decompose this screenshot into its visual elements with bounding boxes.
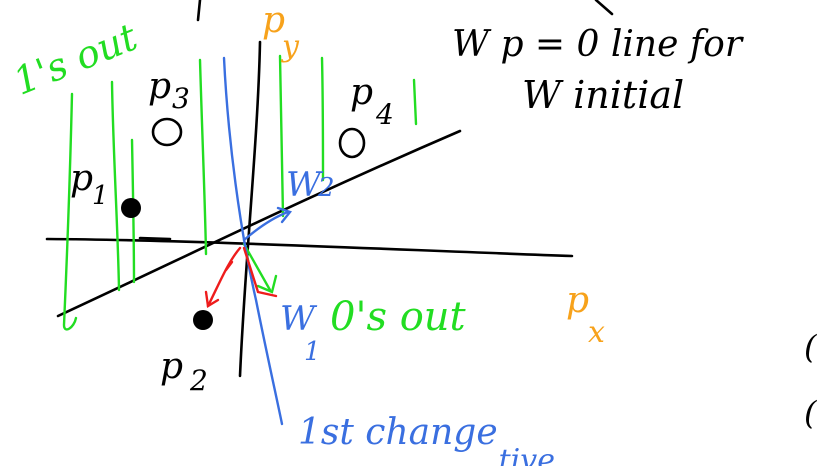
p1-subscript: 1 [92, 181, 109, 211]
edge-mark-2: ( [804, 394, 817, 432]
small-dash-near-origin [138, 236, 172, 241]
point-p1 [121, 198, 141, 218]
initial-decision-line [56, 129, 462, 318]
ones-out-bracket [62, 92, 78, 331]
point-p4 [338, 127, 366, 159]
w2-arrow-shaft [242, 210, 290, 242]
red-arrow-to-p2 [206, 246, 242, 308]
p-x-subscript: x [588, 315, 605, 350]
point-p2 [193, 310, 213, 330]
p3-subscript: 3 [172, 82, 190, 115]
x-axis [45, 237, 574, 258]
p2-subscript: 2 [189, 364, 208, 397]
point-p3 [151, 117, 183, 147]
green-line-5 [320, 56, 325, 182]
top-tick-mark [196, 0, 202, 22]
p2-label: p [160, 346, 183, 387]
red-arrow-head [204, 290, 220, 308]
p3-label: p [148, 66, 171, 107]
p1-label: p [70, 158, 93, 199]
w2-arrow-head [276, 206, 293, 224]
green-line-4 [278, 54, 285, 218]
data-points [121, 117, 366, 330]
zeros-out-label: 0's out [330, 294, 467, 340]
p4-label: p [350, 72, 373, 113]
title-line-2: W initial [522, 73, 684, 117]
w2-subscript: 2 [317, 173, 335, 203]
red-strokes [204, 246, 278, 308]
blue-strokes [222, 56, 293, 426]
p-x-label: p [566, 280, 589, 321]
first-change-continued: ...tive [470, 443, 555, 466]
p4-subscript: 4 [375, 98, 394, 131]
edge-mark-1: ( [804, 328, 817, 366]
ones-out-label: 1's out [7, 14, 144, 103]
green-arrow-w1 [242, 242, 272, 292]
p-y-label: p [262, 0, 285, 41]
w1-subscript: 1 [304, 337, 321, 367]
green-line-6 [412, 78, 418, 126]
w2-label: W [286, 165, 324, 205]
y-axis [238, 40, 262, 378]
red-tail-left [224, 260, 234, 272]
red-arrow-w1 [242, 246, 278, 298]
p-y-subscript: y [280, 29, 300, 64]
corner-tick-mark [594, 0, 614, 16]
green-line-3 [198, 58, 208, 256]
green-arrow-head [256, 274, 278, 294]
axes [45, 0, 614, 378]
green-line-1 [110, 80, 121, 292]
first-change-line [222, 56, 284, 426]
first-change-label: 1st change [298, 412, 498, 453]
w1-label: W [280, 299, 318, 339]
title-line-1: W p = 0 line for [452, 24, 744, 65]
